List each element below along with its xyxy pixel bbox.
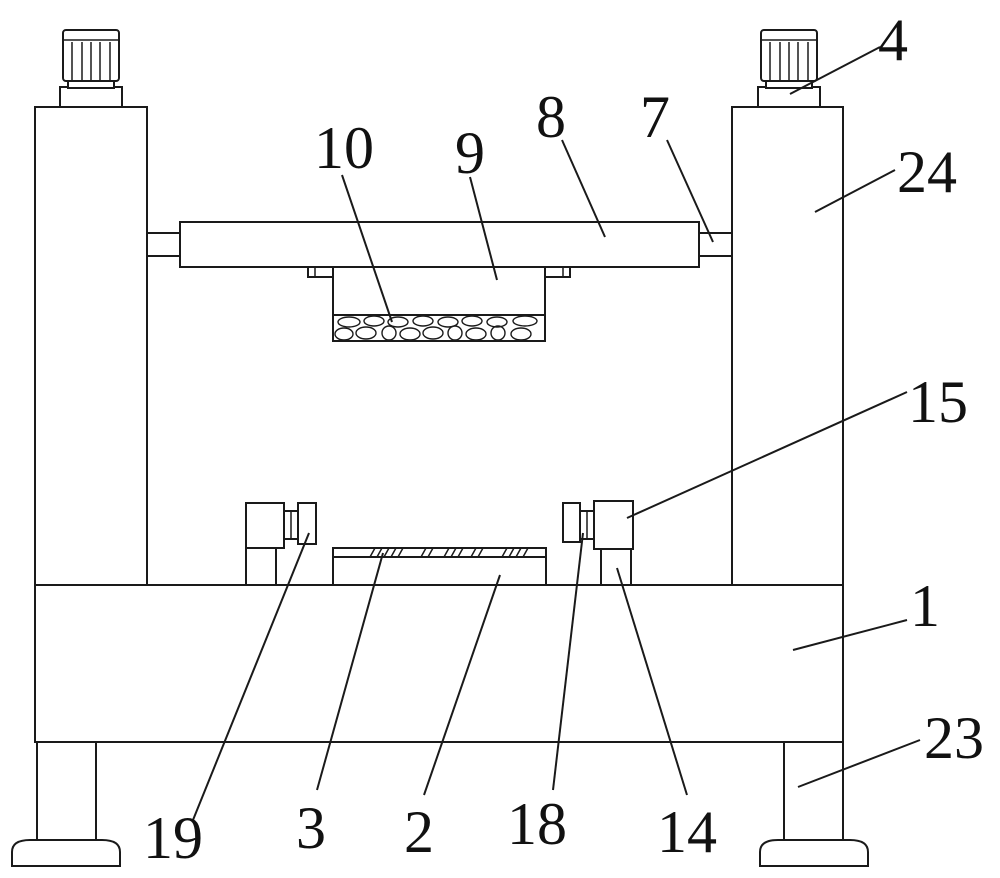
leader-23 [797, 739, 921, 788]
label-14: 14 [657, 799, 717, 865]
left-slider [146, 232, 181, 257]
leader-14 [616, 567, 688, 796]
leader-18 [552, 532, 584, 791]
crossbeam [179, 221, 700, 268]
work-table [332, 547, 547, 586]
label-18: 18 [507, 791, 567, 857]
leader-3 [316, 552, 384, 791]
label-2: 2 [404, 799, 434, 865]
leader-10 [341, 174, 393, 323]
right-clamp [562, 500, 634, 586]
leader-1 [792, 619, 908, 651]
base-frame [34, 584, 844, 743]
leader-9 [469, 176, 498, 281]
label-3: 3 [296, 795, 326, 861]
label-19: 19 [143, 805, 203, 871]
press-head [307, 266, 571, 316]
left-column [34, 106, 148, 586]
right-leg [759, 741, 869, 867]
label-24: 24 [897, 139, 957, 205]
left-clamp [245, 502, 317, 586]
leader-4 [789, 46, 881, 95]
label-8: 8 [536, 84, 566, 150]
right-slider [698, 232, 733, 257]
brush-pad [332, 314, 546, 342]
label-4: 4 [878, 7, 908, 73]
left-leg [11, 741, 121, 867]
leader-2 [423, 574, 501, 796]
label-1: 1 [910, 573, 940, 639]
label-15: 15 [908, 369, 968, 435]
leader-24 [814, 169, 896, 213]
label-10: 10 [314, 115, 374, 181]
label-9: 9 [455, 120, 485, 186]
left-motor [59, 29, 123, 108]
right-motor [757, 29, 821, 108]
leader-8 [561, 139, 606, 238]
label-7: 7 [640, 84, 670, 150]
leader-15 [626, 391, 908, 519]
leader-7 [666, 139, 714, 243]
leader-19 [192, 532, 310, 821]
right-column [731, 106, 844, 586]
label-23: 23 [924, 705, 984, 771]
